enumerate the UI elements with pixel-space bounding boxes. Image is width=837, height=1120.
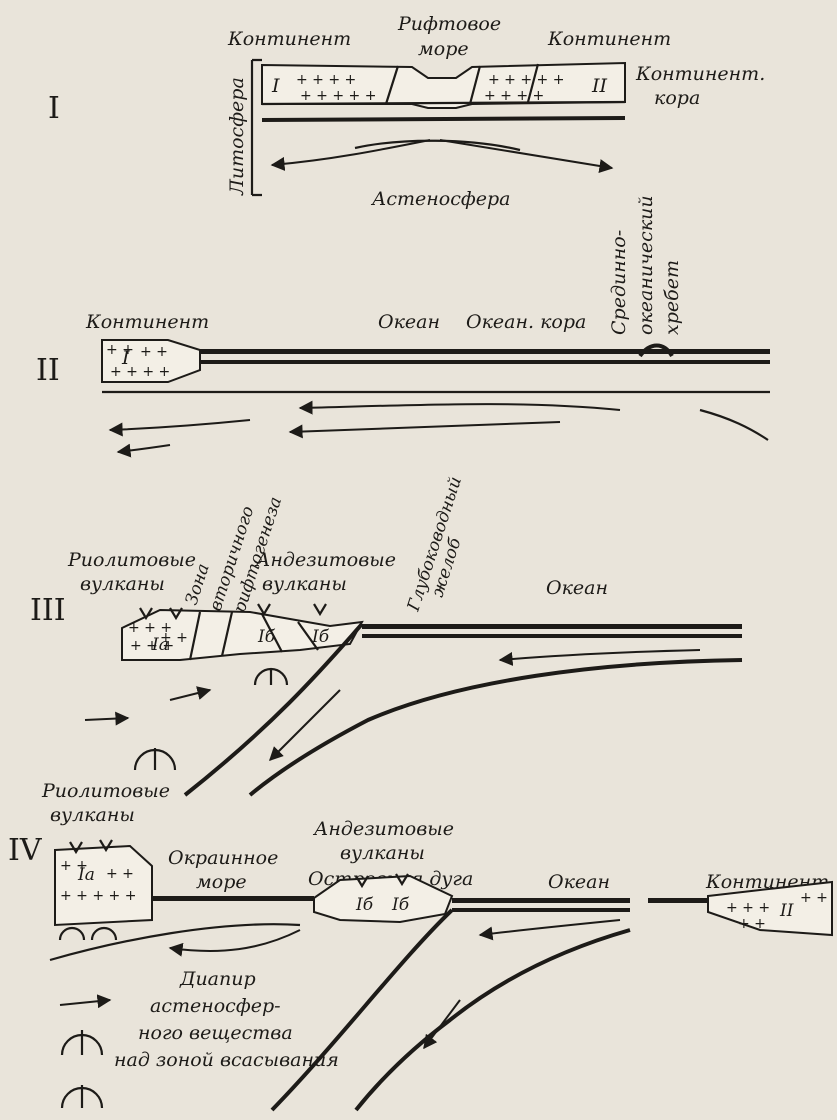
stage-1-rift-sea-label-line1: Рифтовое	[397, 13, 501, 35]
stage-3-andesite-label-line2: вулканы	[262, 573, 347, 595]
stage-2-flow-arrow-2	[290, 422, 560, 432]
stage-2-flow-right	[700, 410, 768, 440]
svg-text:+ + + +: + + + +	[484, 88, 544, 104]
svg-text:+ + + +: + + + +	[296, 72, 356, 88]
stage-2-flow-arrow-3	[110, 420, 250, 430]
stage-1-asthenosphere-label: Астеносфера	[370, 188, 511, 210]
stage-2-flow-arrow-4	[118, 445, 170, 452]
stage-3-ocean-crust-band-bottom	[362, 634, 742, 638]
stage-3-ocean-label: Океан	[546, 577, 608, 599]
stage-1: I Континент Рифтовое море Континент Конт…	[48, 13, 765, 210]
stage-4-small-diapirs	[60, 928, 116, 940]
stage-4-block-c: II	[779, 901, 794, 921]
stage-3-rhyolite-label-line2: вулканы	[80, 573, 165, 595]
stage-2-ocean-crust-label: Океан. кора	[466, 311, 586, 333]
stage-2-flow-arrow-1	[300, 404, 620, 410]
stage-2-ocean-label: Океан	[378, 311, 440, 333]
stage-3-inflow-arrow	[85, 718, 128, 720]
stage-1-lithosphere-bracket	[252, 60, 262, 195]
stage-3-diapir-2	[255, 668, 287, 685]
stage-4-marginal-sea-crust	[152, 896, 314, 901]
stage-1-flow-arrow-right	[440, 140, 612, 168]
stage-4-marginal-sea-label-line1: Окраинное	[168, 847, 278, 869]
stage-4-ocean-crust-band-top	[452, 898, 630, 903]
stage-1-lithosphere-label: Литосфера	[226, 77, 248, 196]
stage-3-subduction-arrow	[270, 690, 340, 760]
stage-1-block-left: I	[271, 75, 280, 97]
stage-3-numeral: III	[30, 593, 66, 628]
stage-4-andesite-label-line2: вулканы	[340, 842, 425, 864]
stage-3-inflow-arrow-2	[170, 690, 210, 700]
stage-4-diapir-1	[62, 1030, 102, 1055]
stage-4-slab-top	[272, 910, 452, 1110]
stage-3-rhyolite-label-line1: Риолитовые	[67, 549, 196, 571]
stage-4: IV Риолитовые вулканы Окраинное море Анд…	[8, 780, 832, 1110]
svg-text:+ + + +: + + + +	[110, 364, 170, 380]
stage-4-inflow-arrow	[60, 1000, 110, 1005]
stage-2-ridge-label-line2: океанический	[635, 195, 657, 335]
stage-3-block-b2: Iб	[311, 627, 330, 647]
stage-1-cont-crust-label-line2: кора	[654, 87, 700, 109]
stage-4-diapir-2	[62, 1085, 102, 1108]
stage-4-marginal-sea-label-line2: море	[196, 871, 247, 893]
stage-1-rift-sea-label-line2: море	[418, 38, 469, 60]
stage-4-ocean-crust-band-right	[648, 898, 708, 903]
stage-4-slab-bottom	[356, 930, 630, 1110]
stage-4-rhyolite-label-line1: Риолитовые	[41, 780, 170, 802]
stage-4-lithosphere-base	[50, 924, 300, 960]
stage-2-ocean-crust-band-top	[200, 349, 770, 354]
stage-2-continent-label: Континент	[85, 311, 209, 333]
svg-text:+ + + + +: + + + + +	[488, 72, 564, 88]
stage-2-ocean-crust-band-bottom	[200, 360, 770, 364]
stage-1-lithosphere-base	[262, 118, 625, 120]
svg-text:+ +: + +	[140, 344, 168, 360]
stage-1-flow-arrow-left	[272, 140, 430, 165]
stage-2-numeral: II	[36, 353, 60, 388]
svg-text:+ +: + +	[106, 866, 134, 882]
stage-2-ridge-label-line3: хребет	[661, 260, 683, 335]
stage-4-ocean-label: Океан	[548, 871, 610, 893]
stage-2: II Континент Океан Океан. кора Срединно-…	[36, 195, 770, 452]
stage-3-block-a: Iа	[151, 635, 169, 655]
stage-3-block-b1: Iб	[257, 627, 276, 647]
stage-1-continent-right-label: Континент	[547, 28, 671, 50]
stage-3-andesite-label-line1: Андезитовые	[254, 549, 396, 571]
svg-text:+ +: + +	[106, 342, 134, 358]
stage-1-continent-left-label: Континент	[227, 28, 351, 50]
stage-4-subduction-arrow	[424, 1000, 460, 1048]
stage-3-slab-bottom	[250, 660, 742, 795]
stage-3: III Риолитовые вулканы Зона вторичного р…	[30, 474, 742, 795]
stage-4-andesite-label-line1: Андезитовые	[312, 818, 454, 840]
stage-4-rhyolite-label-line2: вулканы	[50, 804, 135, 826]
stage-4-diapir-label-line1: Диапир	[179, 968, 256, 990]
stage-4-block-b2: Iб	[391, 895, 410, 915]
svg-text:+ + +: + + +	[726, 900, 770, 916]
stage-4-diapir-label-line4: над зоной всасывания	[114, 1049, 339, 1071]
stage-4-plate-arrow	[480, 920, 620, 935]
stage-2-ridge-label-line1: Срединно-	[608, 230, 630, 335]
stage-1-numeral: I	[48, 91, 60, 126]
svg-text:+ + + + +: + + + + +	[60, 888, 136, 904]
stage-3-diapir-1	[135, 748, 175, 770]
stage-4-ocean-crust-band-bottom	[452, 908, 630, 912]
stage-4-diapir-label-line2: астеносфер-	[150, 995, 281, 1017]
svg-text:+ +: + +	[60, 858, 88, 874]
stage-1-block-right: II	[591, 75, 608, 97]
stage-3-plate-arrow	[500, 650, 700, 660]
stage-4-block-b1: Iб	[355, 895, 374, 915]
stage-4-numeral: IV	[8, 833, 43, 868]
stage-1-cont-crust-label-line1: Континент.	[635, 63, 765, 85]
stage-3-ocean-crust-band-top	[362, 624, 742, 629]
stage-4-diapir-label-line3: ного вещества	[138, 1022, 293, 1044]
stage-4-diapir-flow-arrow	[170, 930, 300, 951]
svg-text:+ +: + +	[800, 890, 828, 906]
svg-text:+ + + + +: + + + + +	[300, 88, 376, 104]
svg-text:+ +: + +	[738, 916, 766, 932]
